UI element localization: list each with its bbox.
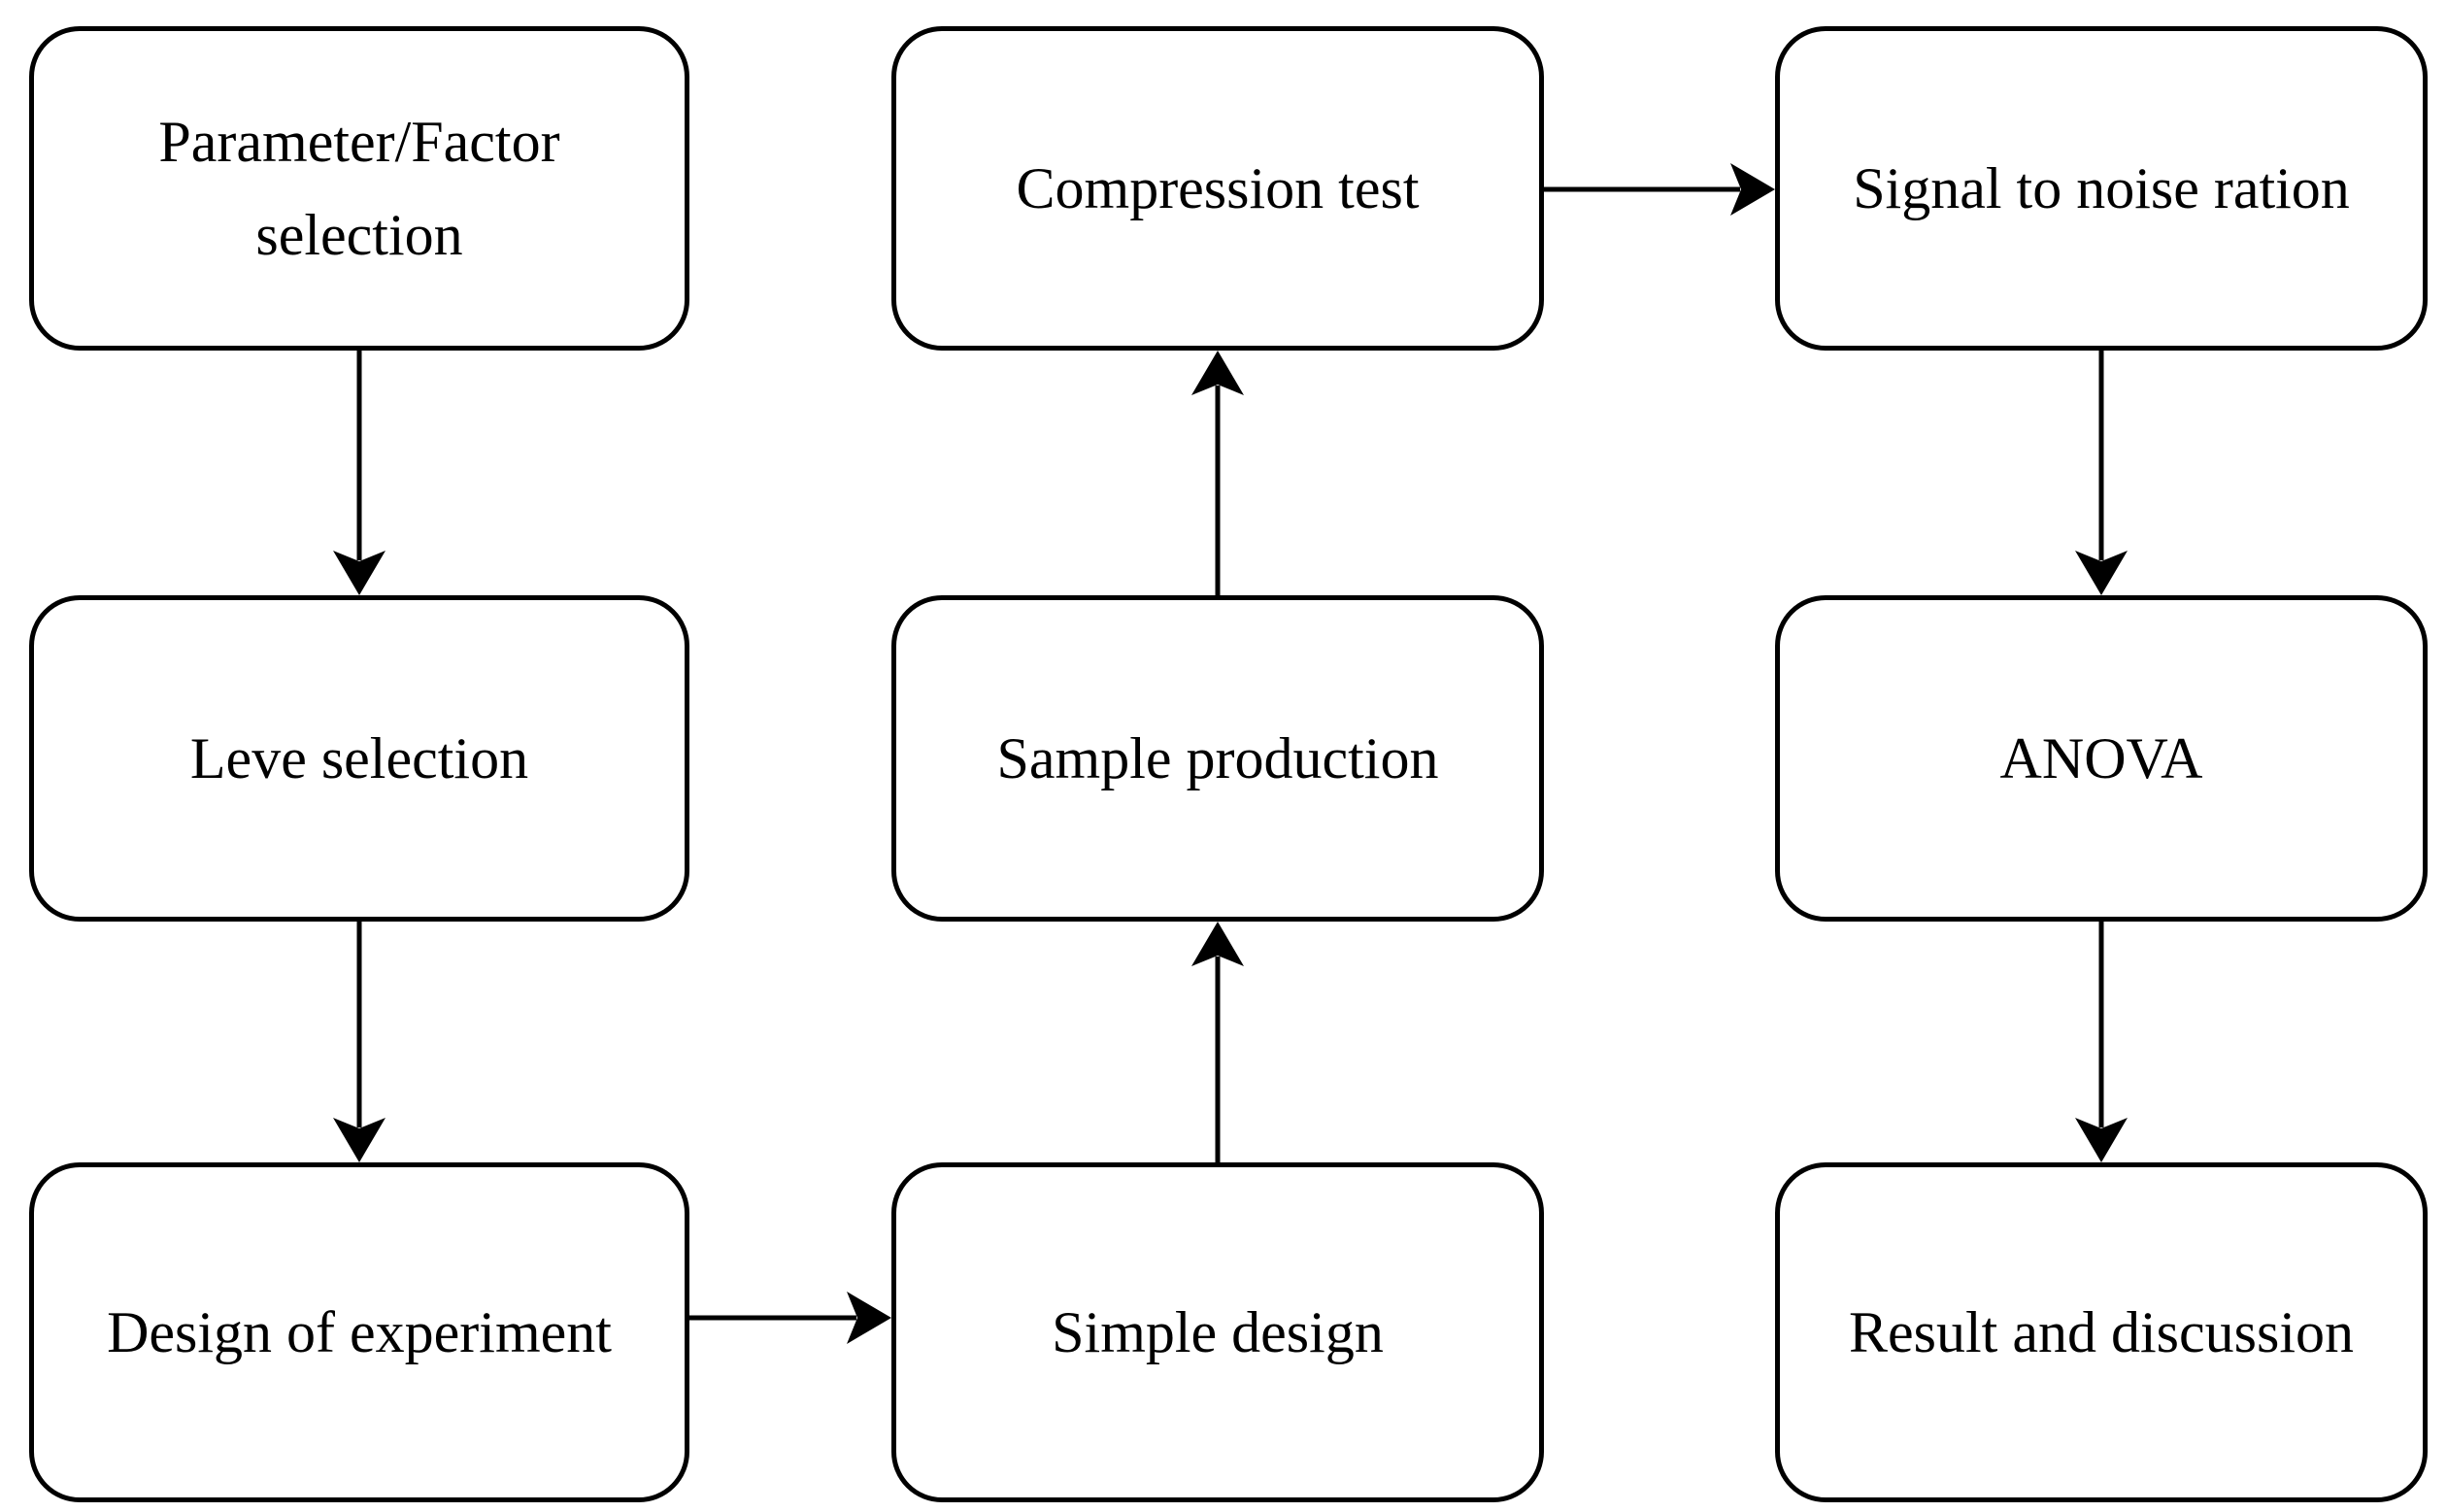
node-simple-design: Simple design — [891, 1162, 1544, 1502]
edge-design-to-simple — [689, 1292, 891, 1344]
node-result-and-discussion: Result and discussion — [1775, 1162, 2428, 1502]
node-label: Parameter/Factor selection — [158, 110, 560, 267]
node-compression-test: Compression test — [891, 26, 1544, 351]
edge-parameter-to-level — [333, 351, 385, 595]
node-label: Signal to noise ration — [1853, 156, 2350, 220]
edge-signal-to-anova — [2075, 351, 2128, 595]
node-label: Design of experiment — [107, 1300, 612, 1364]
edge-compression-to-signal — [1544, 163, 1775, 216]
node-label: Compression test — [1016, 156, 1420, 220]
node-label: Simple design — [1052, 1300, 1384, 1364]
node-sample-production: Sample production — [891, 595, 1544, 922]
node-label: Leve selection — [189, 726, 529, 790]
node-label: ANOVA — [1999, 726, 2203, 790]
node-level-selection: Leve selection — [29, 595, 689, 922]
edge-simple-to-sample — [1191, 922, 1244, 1162]
node-label: Result and discussion — [1849, 1300, 2354, 1364]
node-signal-to-noise-ratio: Signal to noise ration — [1775, 26, 2428, 351]
node-design-of-experiment: Design of experiment — [29, 1162, 689, 1502]
edge-sample-to-compression — [1191, 351, 1244, 595]
node-label: Sample production — [996, 726, 1439, 790]
edge-level-to-design — [333, 922, 385, 1162]
node-parameter-factor-selection: Parameter/Factor selection — [29, 26, 689, 351]
edge-anova-to-result — [2075, 922, 2128, 1162]
node-anova: ANOVA — [1775, 595, 2428, 922]
